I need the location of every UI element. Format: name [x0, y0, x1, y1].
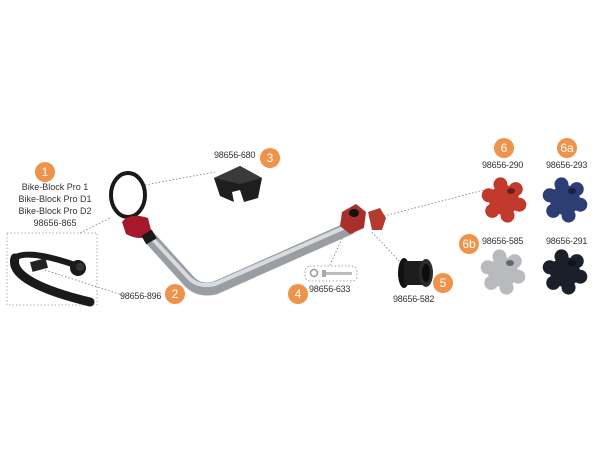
callout-badge-5: 5 — [433, 273, 453, 293]
knob-red — [481, 177, 527, 223]
part-number-knob-black: 98656-291 — [546, 236, 588, 246]
part-number-6a: 98656-293 — [546, 160, 588, 170]
product-name: Bike-Block Pro D1 — [18, 194, 92, 204]
part-number-2: 98656-896 — [120, 291, 162, 301]
bolt-box — [304, 265, 358, 282]
callout-badge-4: 4 — [288, 284, 308, 304]
strap-part — [10, 251, 95, 307]
tube-clamp-part — [340, 204, 386, 234]
callout-badge-3: 3 — [260, 148, 280, 168]
part-number-3: 98656-680 — [214, 150, 256, 160]
knob-grey — [480, 249, 526, 295]
callout-badge-1: 1 — [35, 162, 55, 182]
part-number-4: 98656-633 — [309, 284, 351, 294]
part-number-6: 98656-290 — [482, 160, 524, 170]
bolt-part — [309, 268, 352, 278]
leader-lines — [44, 171, 485, 297]
knob-black — [542, 249, 588, 295]
callout-badge-6: 6 — [494, 138, 514, 158]
callout-badge-2: 2 — [165, 284, 185, 304]
part-number-6b: 98656-585 — [482, 236, 524, 246]
part-number-1: 98656-865 — [33, 218, 77, 228]
frame-holder-part — [109, 171, 157, 245]
spacer-part — [398, 258, 433, 288]
product-name: Bike-Block Pro D2 — [18, 206, 92, 216]
knob-blue — [542, 177, 588, 223]
tube-part — [143, 221, 357, 296]
callout-badge-6a: 6a — [557, 138, 577, 158]
callout-badge-6b: 6b — [459, 234, 479, 254]
strap-group-box — [6, 232, 98, 306]
part-number-5: 98656-582 — [393, 294, 435, 304]
product-name: Bike-Block Pro 1 — [21, 182, 89, 192]
product-names: Bike-Block Pro 1 Bike-Block Pro D1 Bike-… — [8, 181, 102, 229]
clip-part — [214, 166, 262, 202]
